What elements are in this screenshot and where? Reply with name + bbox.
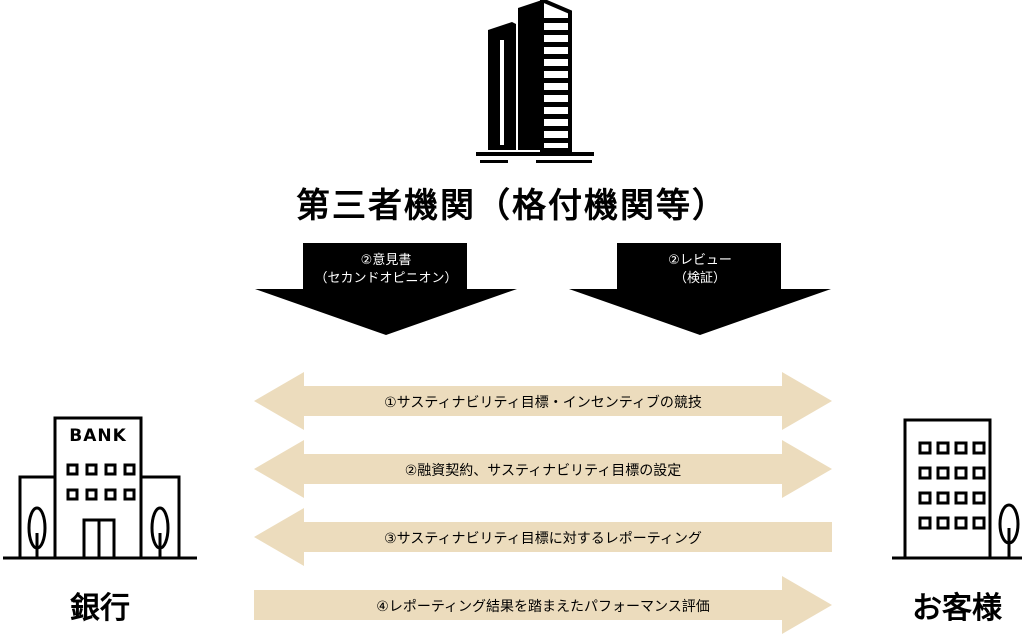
customer-building-icon xyxy=(892,418,1022,560)
flow-label-4: ④レポーティング結果を踏まえたパフォーマンス評価 xyxy=(376,599,710,615)
bank-sign: BANK xyxy=(69,426,127,446)
office-tower-icon xyxy=(476,0,594,163)
flow-label-2: ②融資契約、サスティナビリティ目標の設定 xyxy=(404,463,682,479)
flow-label-1: ①サスティナビリティ目標・インセンティブの競技 xyxy=(384,395,702,411)
review-down-arrow xyxy=(569,243,831,335)
flow-arrow-4 xyxy=(254,576,832,634)
opinion-label-line2: （セカンドオピニオン） xyxy=(314,271,458,286)
opinion-label: ②意見書 （セカンドオピニオン） xyxy=(303,252,469,288)
opinion-label-line1: ②意見書 xyxy=(360,253,412,268)
opinion-down-arrow xyxy=(255,243,517,335)
flow-arrow-3 xyxy=(254,508,832,566)
review-label-line1: ②レビュー xyxy=(668,253,732,268)
flow-label-3: ③サスティナビリティ目標に対するレポーティング xyxy=(384,531,702,547)
review-label-line2: （検証） xyxy=(673,271,726,286)
bank-building-icon xyxy=(3,416,197,560)
review-label: ②レビュー （検証） xyxy=(617,252,783,288)
bank-label: 銀行 xyxy=(70,591,130,626)
flow-arrow-2 xyxy=(254,440,832,498)
customer-label: お客様 xyxy=(912,591,1002,626)
flow-arrow-1 xyxy=(254,372,832,430)
page-title: 第三者機関（格付機関等） xyxy=(296,186,728,226)
